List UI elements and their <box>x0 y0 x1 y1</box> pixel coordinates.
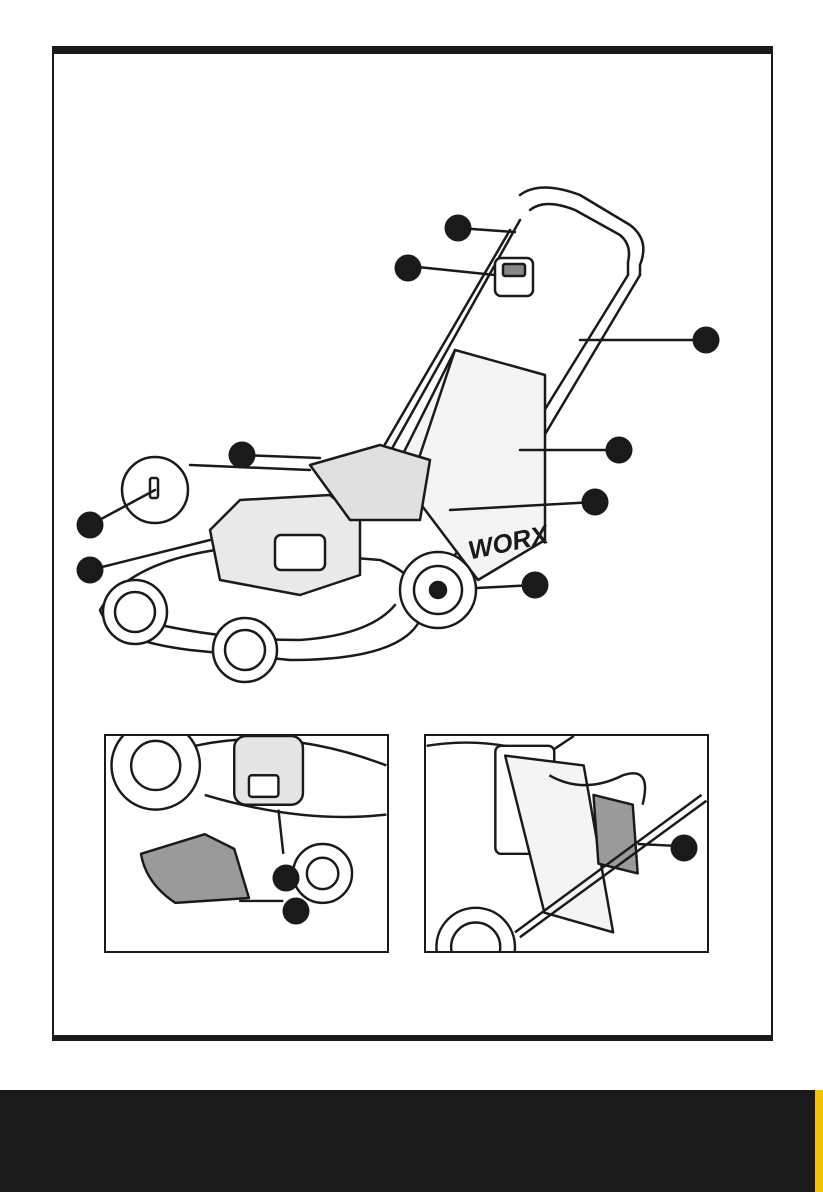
callout-marker-control-box <box>395 255 422 282</box>
callout-marker-usb-port <box>77 512 104 539</box>
callout-marker-battery <box>229 442 256 469</box>
inset-battery-cover <box>104 734 389 953</box>
callout-marker-battery-cover <box>77 557 104 584</box>
callout-marker-cover <box>283 898 310 925</box>
callout-marker-bag-latch <box>671 835 698 862</box>
callout-marker-trigger <box>445 215 472 242</box>
callout-marker-latch <box>273 865 300 892</box>
callout-marker-rear-wheel <box>522 572 549 599</box>
callout-marker-grass-bag <box>606 437 633 464</box>
footer-edge <box>815 1090 823 1192</box>
callout-marker-handle <box>693 327 720 354</box>
battery-cover-illustration <box>106 736 387 951</box>
callout-marker-height-lever <box>582 489 609 516</box>
grass-bag-illustration <box>426 736 707 951</box>
inset-grass-bag-latch <box>424 734 709 953</box>
footer-bar <box>0 1090 823 1192</box>
